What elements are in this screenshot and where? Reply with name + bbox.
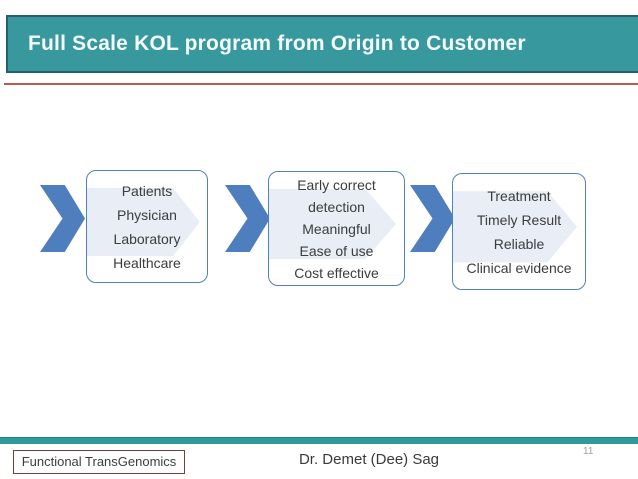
flow-step-box-detection: Early correct detection Meaningful Ease … [268, 171, 405, 286]
flow-arrow-icon [225, 185, 270, 252]
step-line: Meaningful [302, 220, 371, 237]
footer-logo-label: Functional TransGenomics [21, 454, 177, 469]
slide-title-banner: Full Scale KOL program from Origin to Cu… [6, 15, 638, 73]
step-line: Laboratory [113, 230, 181, 247]
step-line: Early correct detection [297, 176, 376, 215]
watermark-arrow-icon [453, 191, 578, 263]
footer-author: Dr. Demet (Dee) Sag [298, 451, 440, 468]
watermark-arrow-icon [87, 187, 200, 257]
watermark-arrow-icon [269, 188, 396, 259]
footer-teal-bar [0, 437, 638, 444]
step-line: Treatment [487, 187, 551, 204]
step-line: Patients [121, 182, 173, 199]
flow-arrow-icon [40, 185, 85, 252]
step-line: Timely Result [476, 211, 562, 228]
step-line: Clinical evidence [466, 259, 572, 276]
step-line: Ease of use [299, 242, 374, 259]
slide-title: Full Scale KOL program from Origin to Cu… [28, 32, 526, 55]
flow-arrow-icon [410, 185, 455, 252]
step-line: Healthcare [113, 254, 181, 271]
page-number: 11 [583, 446, 594, 457]
step-line: Reliable [493, 235, 545, 252]
step-line: Physician [117, 206, 177, 223]
footer-logo-box: Functional TransGenomics [13, 450, 185, 474]
red-divider-line [4, 83, 638, 85]
flow-step-box-treatment: Treatment Timely Result Reliable Clinica… [452, 173, 586, 290]
flow-step-box-origin: Patients Physician Laboratory Healthcare [86, 170, 208, 283]
step-line: Cost effective [294, 264, 379, 281]
